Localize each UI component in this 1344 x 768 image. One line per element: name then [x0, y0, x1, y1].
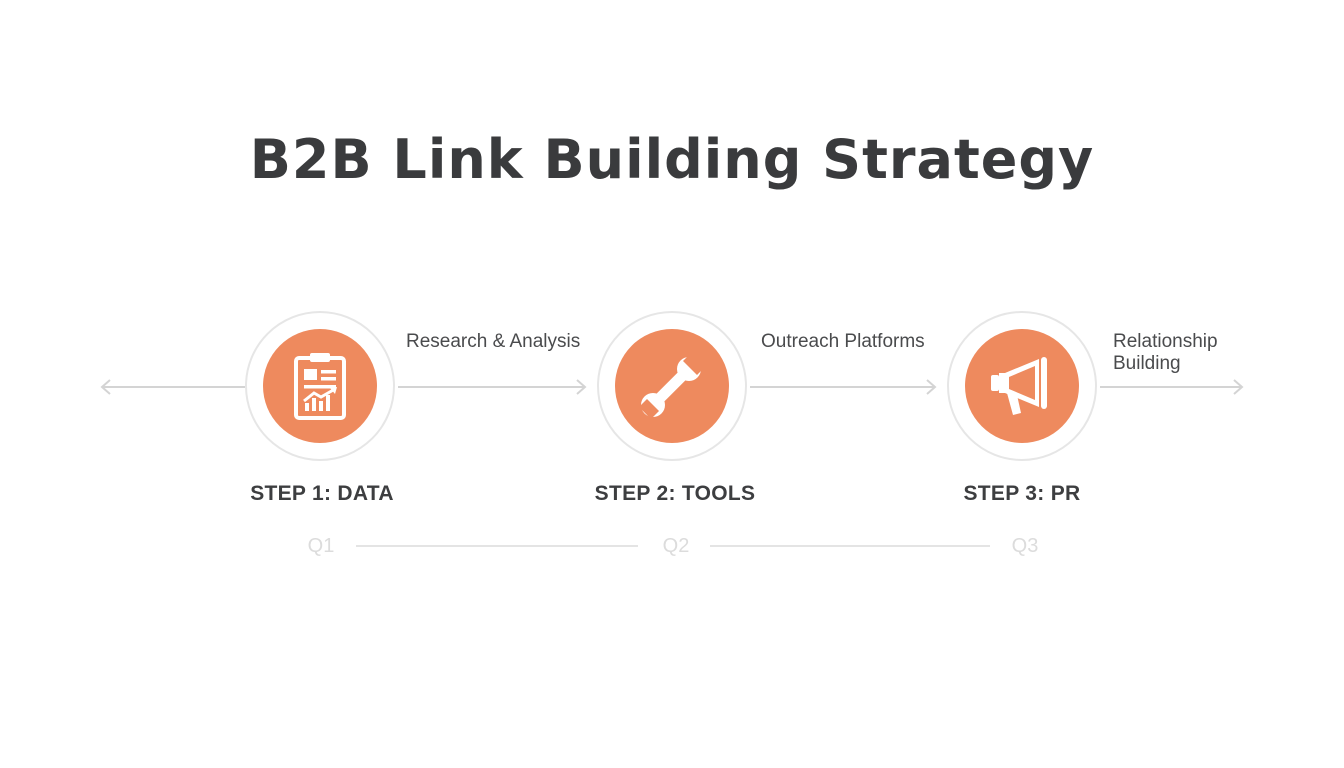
step-3-label: STEP 3: PR: [963, 482, 1081, 505]
arrow-right-icon-3: [1233, 379, 1244, 395]
connector-label-1: Research & Analysis: [406, 331, 581, 352]
step-1-disc: [263, 329, 377, 443]
step-1-label: STEP 1: DATA: [250, 482, 394, 505]
page-title: B2B Link Building Strategy: [249, 128, 1095, 191]
quarter-label-3: Q3: [1011, 535, 1039, 557]
clipboard-chart-icon: [294, 353, 346, 420]
quarter-label-2: Q2: [662, 535, 690, 557]
wrench-icon: [639, 353, 705, 419]
step-2-disc: [615, 329, 729, 443]
megaphone-icon: [991, 357, 1047, 415]
step-3-node: [947, 311, 1097, 461]
arrow-right-icon-1: [576, 379, 587, 395]
connector-label-2: Outreach Platforms: [761, 331, 925, 352]
connector-label-3: Relationship Building: [1113, 331, 1218, 374]
step-2-label: STEP 2: TOOLS: [594, 482, 756, 505]
arrow-right-icon-2: [926, 379, 937, 395]
step-2-node: [597, 311, 747, 461]
arrow-left-icon: [100, 379, 111, 395]
step-1-node: [245, 311, 395, 461]
quarter-label-1: Q1: [307, 535, 335, 557]
step-3-disc: [965, 329, 1079, 443]
